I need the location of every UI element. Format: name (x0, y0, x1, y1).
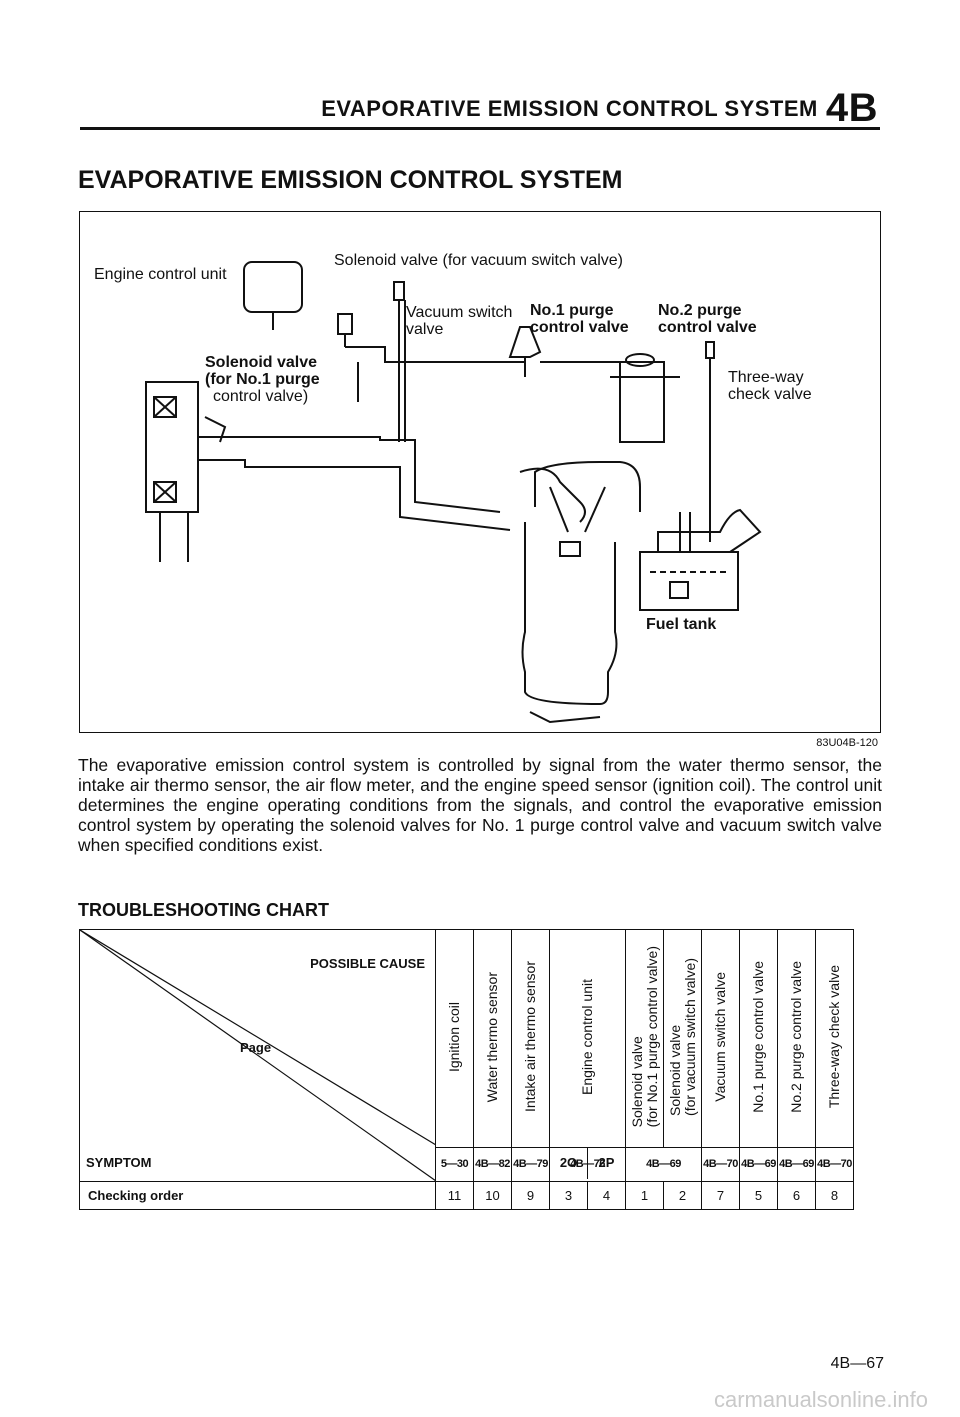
chart-title: TROUBLESHOOTING CHART (78, 900, 329, 920)
label-no1-purge-1: No.1 purge (530, 302, 614, 319)
label-solenoid-no1-2: (for No.1 purge (205, 371, 320, 388)
cause-three-way: Three-way check valve (815, 929, 854, 1148)
label-no1-purge-2: control valve (530, 319, 629, 336)
troubleshooting-table: POSSIBLE CAUSE Page SYMPTOM Ignition coi… (79, 929, 854, 1210)
page-pcv1: 4B—69 (739, 1146, 778, 1183)
page-vsv: 4B—70 (701, 1146, 740, 1183)
cause-intake-air-thermo: Intake air thermo sensor (511, 929, 550, 1148)
order-cell: 3 (549, 1181, 588, 1210)
label-solenoid-no1-3: control valve) (213, 388, 309, 405)
order-cell: 6 (777, 1181, 816, 1210)
label-engine-control-unit: Engine control unit (94, 266, 227, 283)
label-solenoid-no1-1: Solenoid valve (205, 354, 318, 371)
cause-solenoid-vsv: Solenoid valve (for vacuum switch valve) (663, 929, 702, 1148)
order-cell: 7 (701, 1181, 740, 1210)
header-title: EVAPORATIVE EMISSION CONTROL SYSTEM (321, 96, 818, 121)
page-water: 4B—82 (473, 1146, 512, 1183)
label-three-way-2: check valve (728, 386, 812, 403)
order-cell: 9 (511, 1181, 550, 1210)
possible-cause-label: POSSIBLE CAUSE (310, 956, 425, 971)
order-cell: 11 (435, 1181, 474, 1210)
cause-engine-control-unit: Engine control unit 2O 2P (549, 929, 626, 1179)
system-diagram: Engine control unit Solenoid valve (for … (79, 211, 881, 733)
table-header-diagonal-cell: POSSIBLE CAUSE Page SYMPTOM (79, 929, 436, 1182)
page-label: Page (240, 1040, 272, 1055)
label-three-way-1: Three-way (728, 369, 804, 386)
label-vsv-2: valve (406, 321, 444, 338)
cause-no1-purge: No.1 purge control valve (739, 929, 778, 1148)
cause-solenoid-no1: Solenoid valve (for No.1 purge control v… (625, 929, 664, 1148)
header-section-code: 4B (825, 86, 878, 130)
label-vsv-1: Vacuum switch (406, 304, 513, 321)
diagram-drawing (145, 261, 762, 724)
label-no2-purge-1: No.2 purge (658, 302, 742, 319)
order-cell: 5 (739, 1181, 778, 1210)
label-fuel-tank: Fuel tank (646, 616, 717, 633)
order-cell: 4 (587, 1181, 626, 1210)
watermark: carmanualsonline.info (713, 1387, 928, 1412)
page-solenoids: 4B—69 (625, 1146, 702, 1183)
body-paragraph: The evaporative emission control system … (78, 755, 882, 855)
section-title: EVAPORATIVE EMISSION CONTROL SYSTEM (78, 166, 623, 194)
page-three-way: 4B—70 (815, 1146, 854, 1183)
header-rule (80, 127, 880, 130)
cause-no2-purge: No.2 purge control valve (777, 929, 816, 1148)
header-diagonals (80, 930, 436, 1181)
page-pcv2: 4B—69 (777, 1146, 816, 1183)
page-ignition: 5—30 (435, 1146, 474, 1183)
ecu-subcells: 2O 2P (550, 1146, 625, 1179)
cause-water-thermo: Water thermo sensor (473, 929, 512, 1148)
order-cell: 10 (473, 1181, 512, 1210)
order-cell: 2 (663, 1181, 702, 1210)
page-number: 4B—67 (830, 1355, 884, 1372)
cause-ignition-coil: Ignition coil (435, 929, 474, 1148)
label-solenoid-vsv: Solenoid valve (for vacuum switch valve) (334, 252, 624, 269)
order-cell: 1 (625, 1181, 664, 1210)
running-header: EVAPORATIVE EMISSION CONTROL SYSTEM 4B (321, 86, 878, 131)
label-no2-purge-2: control valve (658, 319, 757, 336)
cause-vacuum-switch-valve: Vacuum switch valve (701, 929, 740, 1148)
order-cell: 8 (815, 1181, 854, 1210)
checking-order-label: Checking order (79, 1181, 436, 1210)
figure-code: 83U04B-120 (816, 737, 878, 749)
page-intake: 4B—79 (511, 1146, 550, 1183)
symptom-label: SYMPTOM (86, 1155, 152, 1170)
